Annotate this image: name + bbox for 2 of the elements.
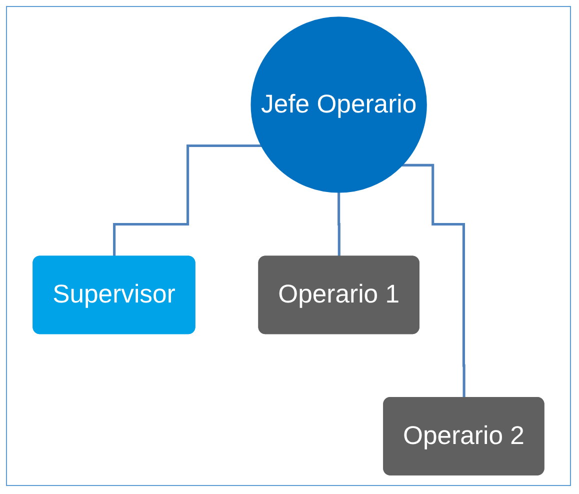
node-circle [250,16,427,193]
frame-border: Jefe Operario Supervisor Operario 1 Operario 2 [6,6,571,486]
